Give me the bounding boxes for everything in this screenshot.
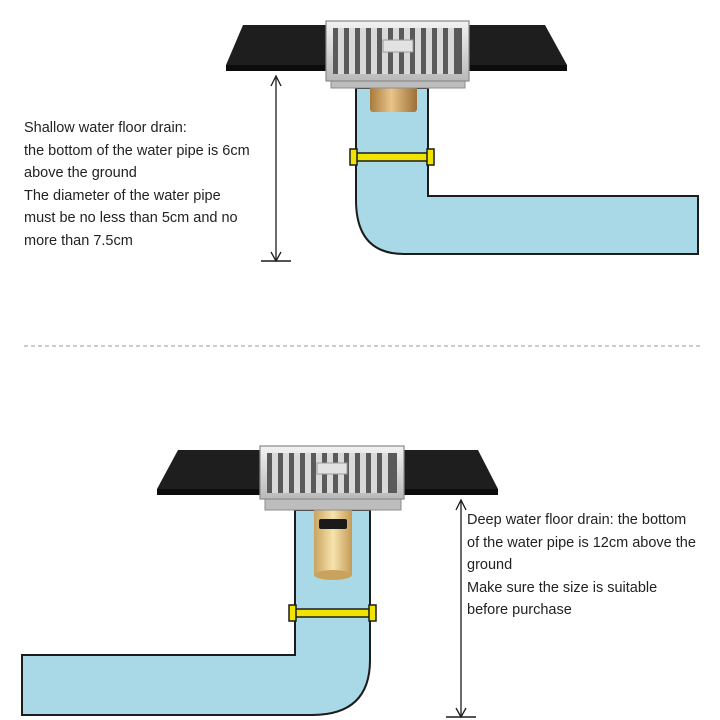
shallow-drain-caption-line: Shallow water floor drain: [24, 120, 187, 136]
deep-drain-caption-line: before purchase [467, 602, 572, 618]
deep-drain-caption: Deep water floor drain: the bottom of th… [467, 509, 696, 622]
shallow-drain-pipe-clamp [349, 148, 435, 166]
shallow-drain-grate [325, 20, 470, 89]
shallow-drain-caption-line: The diameter of the water pipe [24, 187, 221, 204]
deep-drain-pipe [21, 509, 371, 716]
shallow-drain-caption-line: must be no less than 5cm and no [24, 210, 238, 226]
deep-drain-figure [21, 445, 498, 719]
deep-drain-grate [259, 445, 405, 511]
deep-drain-caption-line: of the water pipe is 12cm above the [467, 534, 696, 551]
shallow-drain-caption-line: above the ground [24, 165, 137, 181]
deep-drain-caption-line: Make sure the size is suitable [467, 579, 658, 596]
deep-drain-caption-line: ground [467, 557, 513, 573]
shallow-drain-height-measure [261, 74, 291, 263]
shallow-drain-pipe [355, 87, 699, 255]
shallow-drain-caption: Shallow water floor drain: the bottom of… [24, 117, 250, 252]
shallow-drain-caption-line: the bottom of the water pipe is 6cm [24, 142, 250, 159]
shallow-drain-brass-outlet [370, 86, 417, 112]
deep-drain-pipe-clamp [288, 604, 377, 622]
deep-drain-height-measure [446, 498, 476, 719]
deep-drain-caption-line: Deep water floor drain: the bottom [467, 512, 687, 528]
shallow-drain-figure [226, 20, 699, 263]
deep-drain-brass-core [314, 510, 352, 580]
shallow-drain-caption-line: more than 7.5cm [24, 232, 133, 249]
